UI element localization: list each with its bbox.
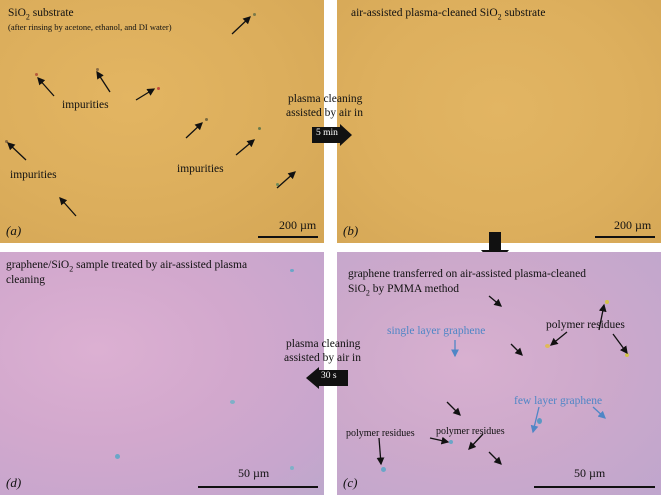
residue-spot [545, 344, 550, 348]
residue-spot [290, 269, 294, 272]
panel-a-sio2-substrate: SiO2 substrate (after rinsing by acetone… [0, 0, 324, 243]
panel-a-arrows [7, 16, 296, 217]
polymer-residues-label-1: polymer residues [546, 319, 625, 331]
impurities-label-3: impurities [177, 163, 224, 175]
single-layer-graphene-label: single layer graphene [387, 325, 486, 337]
scale-bar [595, 236, 655, 238]
panel-c-title-line2: SiO2 by PMMA method [348, 283, 460, 298]
panel-c-transferred-graphene: graphene transferred on air-assisted pla… [337, 252, 661, 495]
step-cd-time: 30 s [321, 371, 337, 381]
impurities-label-1: impurities [62, 99, 109, 111]
step-cd-line2: assisted by air in [284, 352, 361, 364]
scale-bar [534, 486, 655, 488]
impurity-spot [205, 118, 208, 121]
step-ab-line2: assisted by air in [286, 107, 363, 119]
step-ab-line1: plasma cleaning [288, 93, 363, 105]
panel-letter-a: (a) [6, 223, 22, 238]
residue-spot [230, 400, 235, 404]
residue-spot [449, 440, 453, 444]
few-layer-graphene-label: few layer graphene [514, 395, 603, 407]
step-cd-line1: plasma cleaning [286, 338, 361, 350]
step-cd-left-arrow: 30 s [306, 367, 348, 389]
residue-spot [381, 467, 386, 472]
panel-d-title-line1: graphene/SiO2 sample treated by air-assi… [6, 259, 248, 274]
scale-bar [258, 236, 318, 238]
residue-spot [290, 466, 294, 470]
panel-letter-d: (d) [6, 475, 22, 490]
panel-a-note: (after rinsing by acetone, ethanol, and … [8, 22, 172, 32]
residue-spot [115, 454, 120, 459]
scale-bar-label: 200 µm [614, 218, 652, 232]
impurity-spot [35, 73, 38, 76]
polymer-residues-label-2: polymer residues [346, 428, 415, 439]
impurity-spot [253, 13, 256, 16]
few-layer-graphene-spot [537, 418, 542, 424]
residue-spot [605, 300, 609, 304]
impurity-spot [276, 183, 279, 186]
panel-letter-b: (b) [343, 223, 359, 238]
step-ab-time: 5 min [316, 128, 338, 138]
panel-b-title: air-assisted plasma-cleaned SiO2 substra… [351, 7, 546, 22]
panel-b-plasma-cleaned-substrate: air-assisted plasma-cleaned SiO2 substra… [337, 0, 661, 243]
scale-bar-label: 50 µm [574, 466, 606, 480]
scale-bar-label: 50 µm [238, 466, 270, 480]
polymer-residues-label-3: polymer residues [436, 426, 505, 437]
panel-a-title: SiO2 substrate [8, 7, 74, 22]
panel-c-arrows [376, 295, 628, 466]
impurity-spot [157, 87, 160, 90]
impurity-spot [5, 140, 8, 143]
impurity-spot [96, 68, 99, 71]
panel-d-title-line2: cleaning [6, 274, 45, 286]
panel-d-plasma-treated-sample: graphene/SiO2 sample treated by air-assi… [0, 252, 324, 495]
panel-letter-c: (c) [343, 475, 358, 490]
scale-bar-label: 200 µm [279, 218, 317, 232]
impurities-label-2: impurities [10, 169, 57, 181]
step-ab-right-arrow: 5 min [312, 124, 352, 146]
scale-bar [198, 486, 318, 488]
residue-spot [625, 353, 629, 357]
panel-c-title-line1: graphene transferred on air-assisted pla… [348, 268, 586, 280]
impurity-spot [258, 127, 261, 130]
